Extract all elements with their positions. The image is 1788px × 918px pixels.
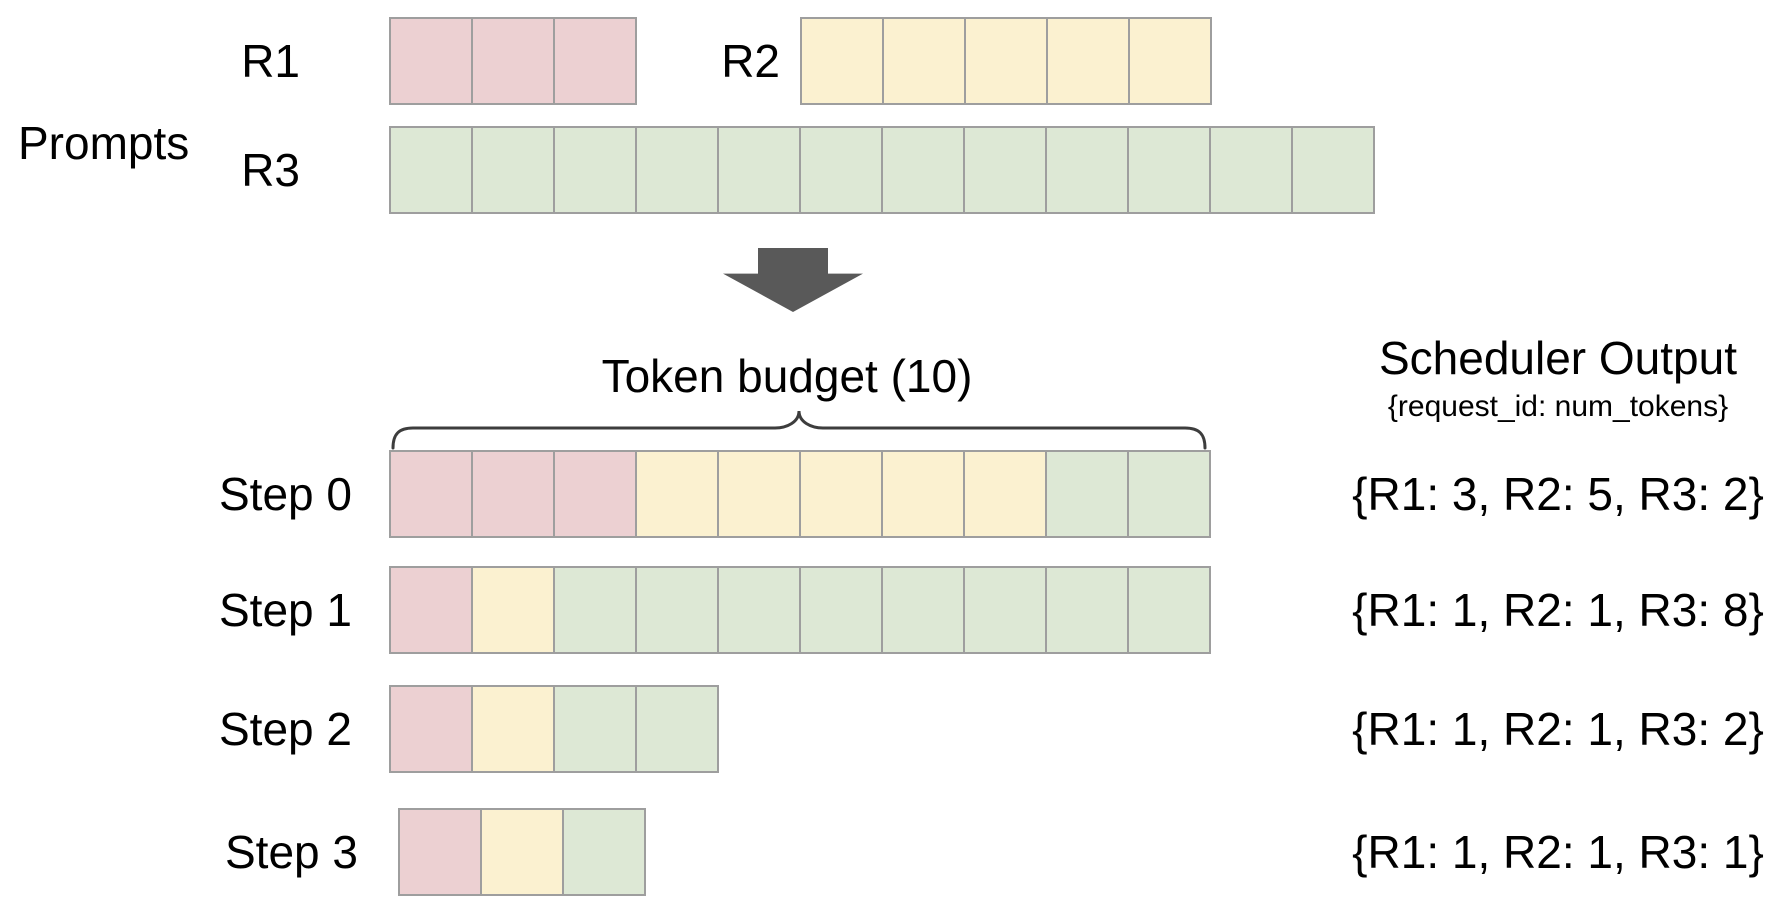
- token-cell-r3: [881, 126, 965, 214]
- token-cell-r3: [717, 566, 801, 654]
- step-1-token-strip: [389, 566, 1211, 654]
- step-1-scheduler-output: {R1: 1, R2: 1, R3: 8}: [1352, 584, 1764, 636]
- token-cell-r3: [553, 126, 637, 214]
- scheduler-output-subtitle: {request_id: num_tokens}: [1387, 390, 1729, 423]
- token-cell-r2: [471, 685, 555, 773]
- token-cell-r1: [471, 450, 555, 538]
- token-cell-r2: [881, 450, 965, 538]
- token-cell-r3: [1127, 450, 1211, 538]
- token-cell-r2: [635, 450, 719, 538]
- token-cell-r3: [1291, 126, 1375, 214]
- request-label-r1: R1: [241, 35, 300, 87]
- token-cell-r1: [389, 685, 473, 773]
- step-0-scheduler-output: {R1: 3, R2: 5, R3: 2}: [1352, 468, 1764, 520]
- step-1-label: Step 1: [219, 584, 352, 636]
- token-cell-r3: [799, 126, 883, 214]
- step-2-scheduler-output: {R1: 1, R2: 1, R3: 2}: [1352, 703, 1764, 755]
- step-0-token-strip: [389, 450, 1211, 538]
- token-cell-r2: [1128, 17, 1212, 105]
- token-cell-r1: [389, 566, 473, 654]
- step-2-token-strip: [389, 685, 719, 773]
- token-cell-r2: [799, 450, 883, 538]
- token-cell-r3: [1045, 566, 1129, 654]
- request-label-r3: R3: [241, 144, 300, 196]
- token-cell-r2: [471, 566, 555, 654]
- scheduler-output-header: Scheduler Output {request_id: num_tokens…: [1328, 330, 1788, 426]
- step-3-label: Step 3: [225, 826, 358, 878]
- token-cell-r2: [1046, 17, 1130, 105]
- token-cell-r3: [635, 566, 719, 654]
- token-cell-r3: [553, 566, 637, 654]
- token-cell-r1: [398, 808, 482, 896]
- r2-prompt-token-strip: [800, 17, 1212, 105]
- r1-prompt-token-strip: [389, 17, 637, 105]
- token-cell-r1: [553, 17, 637, 105]
- token-cell-r3: [635, 126, 719, 214]
- step-3-scheduler-output: {R1: 1, R2: 1, R3: 1}: [1352, 826, 1764, 878]
- token-cell-r2: [964, 17, 1048, 105]
- token-cell-r2: [963, 450, 1047, 538]
- token-cell-r2: [882, 17, 966, 105]
- token-cell-r1: [471, 17, 555, 105]
- token-cell-r3: [553, 685, 637, 773]
- token-cell-r2: [800, 17, 884, 105]
- token-cell-r3: [799, 566, 883, 654]
- token-cell-r3: [1045, 126, 1129, 214]
- token-budget-brace-icon: [391, 410, 1207, 450]
- token-cell-r3: [1045, 450, 1129, 538]
- token-cell-r1: [553, 450, 637, 538]
- scheduler-output-title: Scheduler Output: [1378, 332, 1737, 384]
- token-cell-r3: [635, 685, 719, 773]
- token-cell-r3: [1209, 126, 1293, 214]
- request-label-r2: R2: [721, 35, 780, 87]
- token-budget-label: Token budget (10): [601, 350, 973, 402]
- token-cell-r1: [389, 17, 473, 105]
- token-cell-r3: [562, 808, 646, 896]
- token-cell-r3: [963, 566, 1047, 654]
- token-cell-r3: [717, 126, 801, 214]
- token-cell-r3: [1127, 126, 1211, 214]
- prompts-section-label: Prompts: [18, 117, 190, 169]
- token-cell-r2: [717, 450, 801, 538]
- token-cell-r3: [471, 126, 555, 214]
- token-cell-r3: [389, 126, 473, 214]
- step-0-label: Step 0: [219, 468, 352, 520]
- down-arrow-icon: [723, 248, 863, 312]
- token-cell-r3: [881, 566, 965, 654]
- token-cell-r1: [389, 450, 473, 538]
- r3-prompt-token-strip: [389, 126, 1375, 214]
- token-cell-r3: [963, 126, 1047, 214]
- token-cell-r3: [1127, 566, 1211, 654]
- step-2-label: Step 2: [219, 703, 352, 755]
- token-cell-r2: [480, 808, 564, 896]
- step-3-token-strip: [398, 808, 646, 896]
